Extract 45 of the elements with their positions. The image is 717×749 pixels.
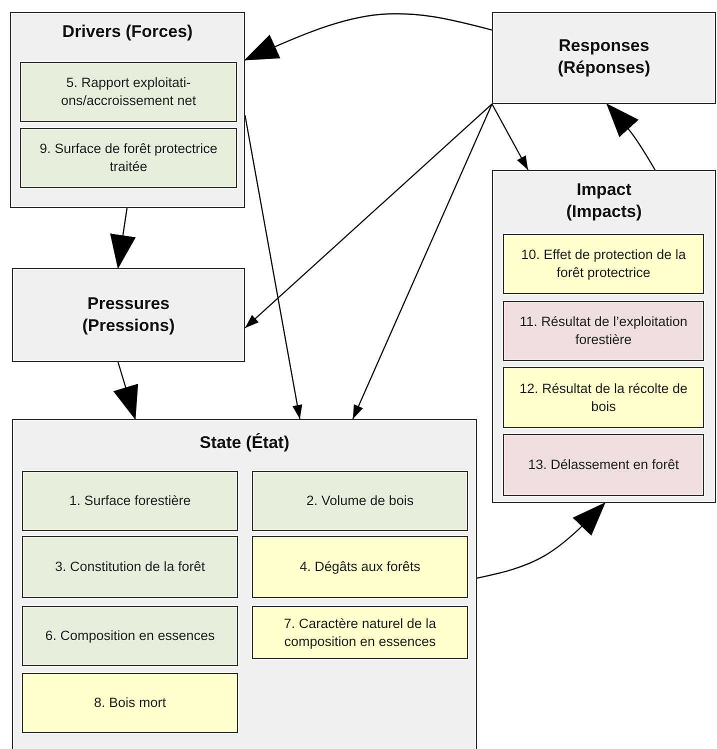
indicator-label: 10. Effet de protection de la forêt protectrice: [520, 246, 687, 282]
group-title: Pressures (Pressions): [81, 293, 176, 338]
arrow: [476, 502, 606, 579]
indicator-box: [22, 536, 238, 598]
indicator-label: 9. Surface de forêt protectrice traitée: [38, 140, 218, 176]
arrow: [491, 104, 529, 170]
indicator-box: [20, 62, 237, 122]
indicator-box: [22, 606, 238, 666]
indicator-label: 7. Caractère naturel de la composition en essences: [282, 614, 438, 650]
group-box: [12, 268, 245, 362]
indicator-label: 8. Bois mort: [94, 694, 166, 712]
indicator-box: [252, 536, 468, 598]
arrow: [113, 362, 138, 420]
indicator-label: 1. Surface forestière: [69, 492, 191, 510]
group-box: [492, 170, 716, 503]
group-title: State (État): [198, 432, 290, 454]
arrow: [110, 208, 136, 269]
indicator-label: 3. Constitution de la forêt: [54, 558, 206, 576]
indicator-label: 13. Délassement en forêt: [528, 456, 679, 474]
indicator-box: [22, 471, 238, 531]
indicator-label: 2. Volume de bois: [306, 492, 414, 510]
indicator-label: 4. Dégâts aux forêts: [300, 558, 420, 576]
group-box: [10, 12, 245, 208]
arrow: [606, 103, 656, 170]
arrow: [352, 104, 493, 420]
group-box: [12, 419, 477, 749]
arrow: [244, 114, 302, 420]
arrow: [244, 104, 492, 328]
indicator-box: [22, 673, 238, 733]
indicator-label: 5. Rapport exploitati- ons/accroissement net: [60, 74, 198, 110]
indicator-label: 12. Résultat de la récolte de bois: [518, 380, 689, 416]
indicator-box: [503, 301, 704, 361]
indicator-box: [252, 471, 468, 531]
indicator-label: 11. Résultat de l’exploitation forestière: [518, 313, 688, 349]
indicator-box: [20, 128, 237, 188]
indicator-box: [503, 234, 704, 294]
group-box: [492, 12, 716, 104]
indicator-box: [252, 606, 468, 659]
indicator-box: [503, 367, 704, 428]
group-title: Impact (Impacts): [565, 179, 643, 224]
indicator-label: 6. Composition en essences: [45, 627, 215, 645]
indicator-box: [503, 434, 704, 496]
arrow: [244, 13, 492, 61]
group-title: Responses (Réponses): [556, 35, 652, 80]
group-title: Drivers (Forces): [61, 21, 194, 43]
